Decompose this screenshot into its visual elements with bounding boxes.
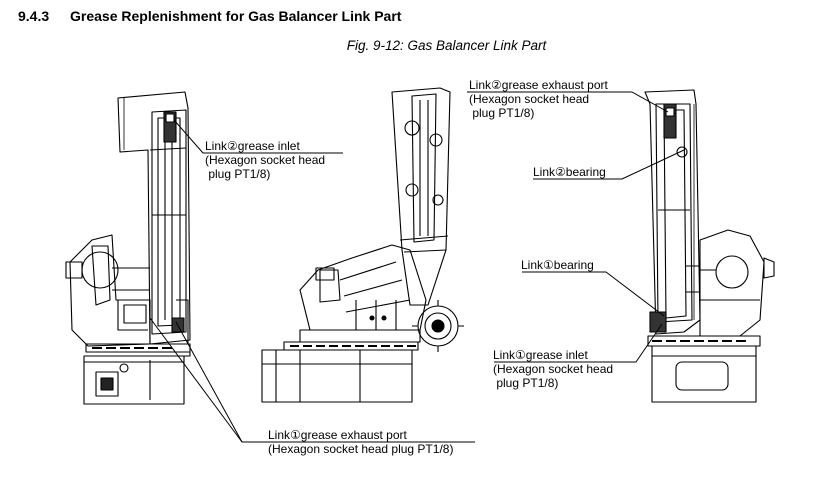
label-line: (Hexagon socket head [205, 153, 326, 167]
label-line: Link②grease inlet [205, 139, 300, 153]
label-line: Link①grease inlet [493, 348, 588, 362]
label-line: Link②bearing [533, 165, 606, 179]
label-line: (Hexagon socket head [493, 362, 614, 376]
label-link1-exhaust-port: Link①grease exhaust port (Hexagon socket… [268, 428, 453, 456]
label-line: (Hexagon socket head plug PT1/8) [268, 442, 454, 456]
label-link2-bearing: Link②bearing [533, 165, 606, 179]
figure-caption: Fig. 9-12: Gas Balancer Link Part [346, 38, 547, 53]
label-line: Link①bearing [521, 258, 594, 272]
label-line: (Hexagon socket head [469, 92, 590, 106]
label-link2-grease-inlet: Link②grease inlet (Hexagon socket head p… [205, 139, 325, 181]
leader-lines [149, 91, 685, 443]
section-number: 9.4.3 [18, 8, 50, 24]
label-line: plug PT1/8) [469, 106, 535, 120]
label-line: Link①grease exhaust port [268, 428, 407, 442]
label-line: plug PT1/8) [205, 167, 271, 181]
robot-middle-view [261, 87, 464, 403]
label-link2-exhaust-port: Link②grease exhaust port (Hexagon socket… [469, 78, 608, 120]
robot-left-view [65, 91, 191, 405]
robot-right-view [644, 89, 775, 403]
label-link1-bearing: Link①bearing [521, 258, 594, 272]
label-line: Link②grease exhaust port [469, 78, 608, 92]
label-link1-grease-inlet: Link①grease inlet (Hexagon socket head p… [493, 348, 613, 390]
label-line: plug PT1/8) [493, 376, 559, 390]
section-heading: 9.4.3 Grease Replenishment for Gas Balanc… [18, 8, 401, 24]
section-title: Grease Replenishment for Gas Balancer Li… [70, 8, 402, 24]
